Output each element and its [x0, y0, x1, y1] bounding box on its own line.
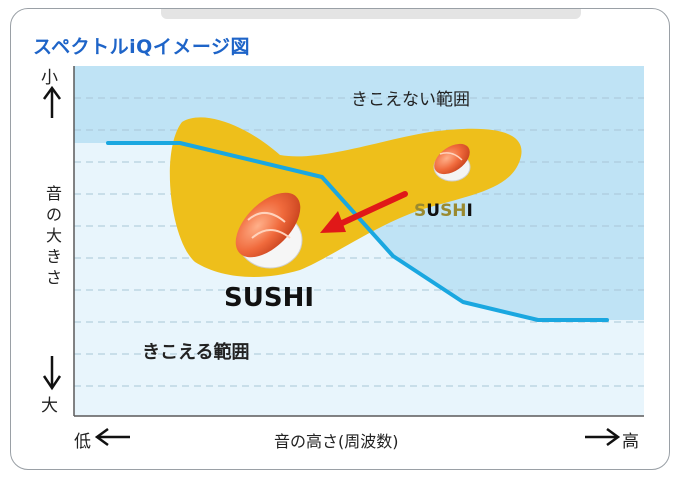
sushi-big-label: SUSHI: [224, 283, 314, 313]
hearing-threshold-line: [106, 141, 609, 322]
right-arrow-icon: [585, 427, 621, 447]
top-tab: [161, 9, 581, 19]
x-axis-label: 音の高さ(周波数): [274, 432, 399, 451]
y-axis-top-label: 小: [41, 68, 58, 88]
sushi-small-label: SUSHI: [414, 201, 473, 221]
up-arrow-icon: [42, 85, 62, 118]
sushi-icon: [433, 143, 471, 182]
left-arrow-icon: [94, 427, 130, 447]
down-arrow-icon: [42, 356, 62, 391]
sushi-icon: [235, 192, 303, 269]
diagram-title: スペクトルiQイメージ図: [33, 36, 250, 58]
shift-arrow: [320, 191, 408, 233]
sushi-small-i: I: [467, 201, 473, 221]
x-axis-left-label: 低: [74, 432, 91, 452]
inaudible-region-label: きこえない範囲: [351, 90, 470, 110]
sushi-small-sh: SH: [440, 201, 466, 221]
sushi-small-u: U: [426, 201, 440, 221]
x-axis-right-label: 高: [622, 432, 639, 452]
y-axis-bottom-label: 大: [41, 396, 58, 416]
y-axis-label: 音の大きさ: [45, 184, 62, 287]
sushi-small-s: S: [414, 201, 426, 221]
audible-region-label: きこえる範囲: [142, 341, 249, 363]
